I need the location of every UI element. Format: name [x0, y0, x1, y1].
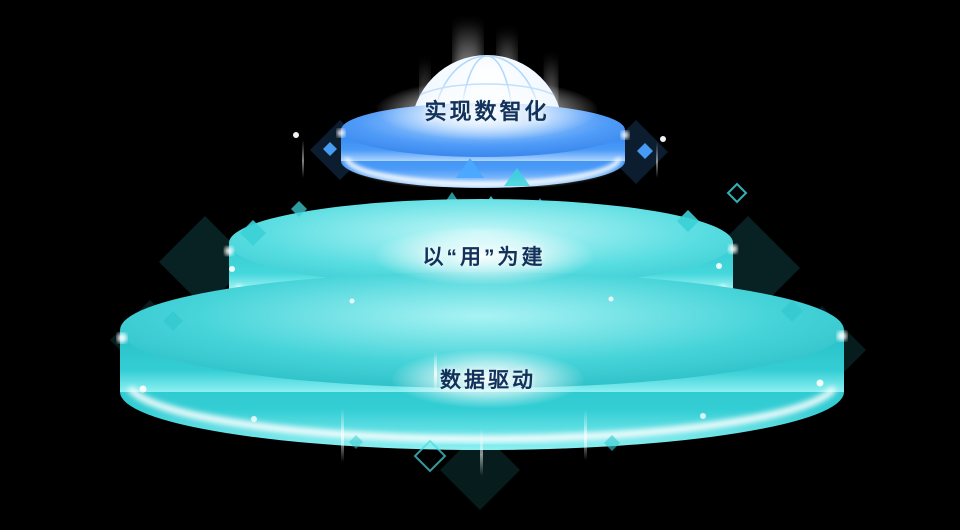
tier-middle-label: 以“用”为建	[374, 227, 594, 285]
tier-bottom-label: 数据驱动	[392, 350, 584, 408]
tier-top-rim-glow	[344, 157, 622, 187]
diamond-icon	[163, 142, 803, 473]
tier-top-label: 实现数智化	[376, 80, 598, 140]
spark-dot-icon	[117, 129, 847, 422]
